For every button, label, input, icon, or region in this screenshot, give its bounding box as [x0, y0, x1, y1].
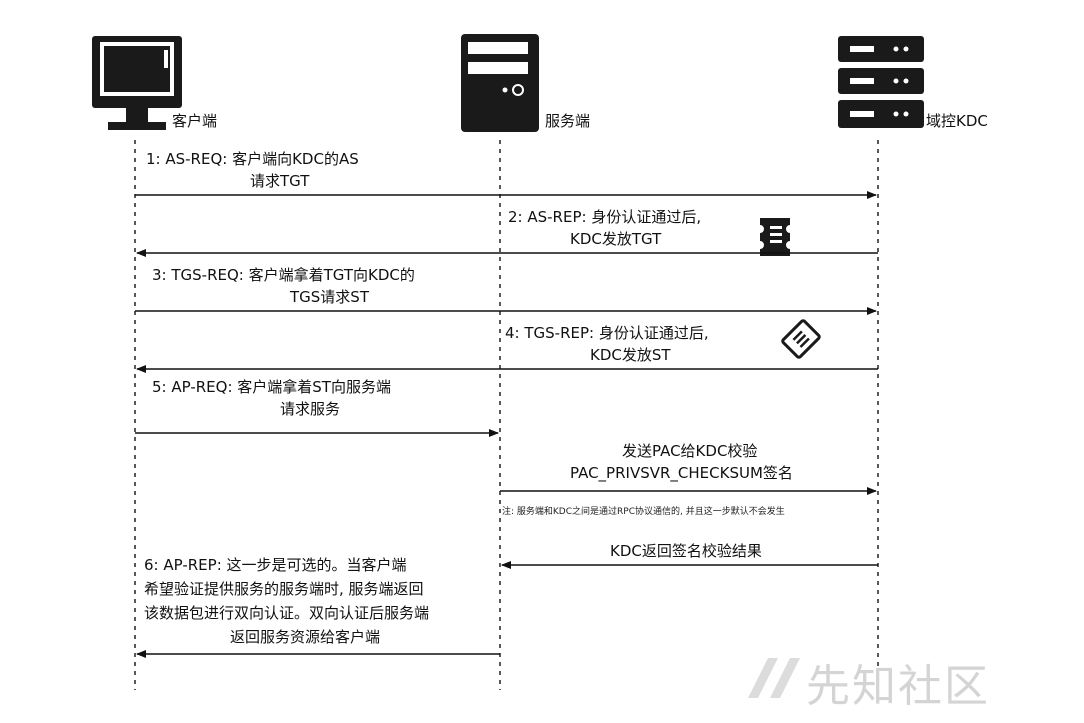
- msg-tgs-rep-line2: KDC发放ST: [590, 346, 671, 364]
- msg-as-req-line1: 1: AS-REQ: 客户端向KDC的AS: [146, 150, 359, 168]
- watermark-text: 先知社区: [806, 661, 990, 712]
- msg-as-rep-line1: 2: AS-REP: 身份认证通过后,: [508, 208, 702, 226]
- msg-kdc-result: KDC返回签名校验结果: [610, 542, 762, 560]
- msg-tgs-req-line2: TGS请求ST: [290, 288, 369, 306]
- client-label: 客户端: [172, 112, 218, 130]
- desktop-computer-icon: [92, 36, 182, 130]
- msg-as-rep-line2: KDC发放TGT: [570, 230, 662, 248]
- kdc-label: 域控KDC: [926, 112, 988, 130]
- msg-as-req-line2: 请求TGT: [250, 172, 310, 190]
- tower-server-icon: [461, 34, 539, 132]
- msg-tgs-rep-line1: 4: TGS-REP: 身份认证通过后,: [505, 324, 709, 342]
- rotated-ticket-icon: [781, 319, 821, 359]
- rack-server-icon: [838, 36, 924, 128]
- msg-ap-req-line1: 5: AP-REQ: 客户端拿着ST向服务端: [152, 378, 391, 396]
- msg-ap-rep-line3: 该数据包进行双向认证。双向认证后服务端: [144, 604, 430, 622]
- watermark-logo-icon: [748, 658, 800, 698]
- server-label: 服务端: [545, 112, 591, 130]
- msg-ap-rep-line2: 希望验证提供服务的服务端时, 服务端返回: [144, 580, 424, 598]
- msg-ap-rep-line1: 6: AP-REP: 这一步是可选的。当客户端: [144, 556, 407, 574]
- msg-pac-line2: PAC_PRIVSVR_CHECKSUM签名: [570, 464, 793, 482]
- rpc-note: 注: 服务端和KDC之间是通过RPC协议通信的, 并且这一步默认不会发生: [502, 507, 785, 517]
- msg-ap-req-line2: 请求服务: [280, 400, 341, 418]
- msg-tgs-req-line1: 3: TGS-REQ: 客户端拿着TGT向KDC的: [152, 266, 415, 284]
- msg-ap-rep-line4: 返回服务资源给客户端: [230, 628, 381, 646]
- ticket-icon: [760, 218, 790, 256]
- msg-pac-line1: 发送PAC给KDC校验: [622, 442, 758, 460]
